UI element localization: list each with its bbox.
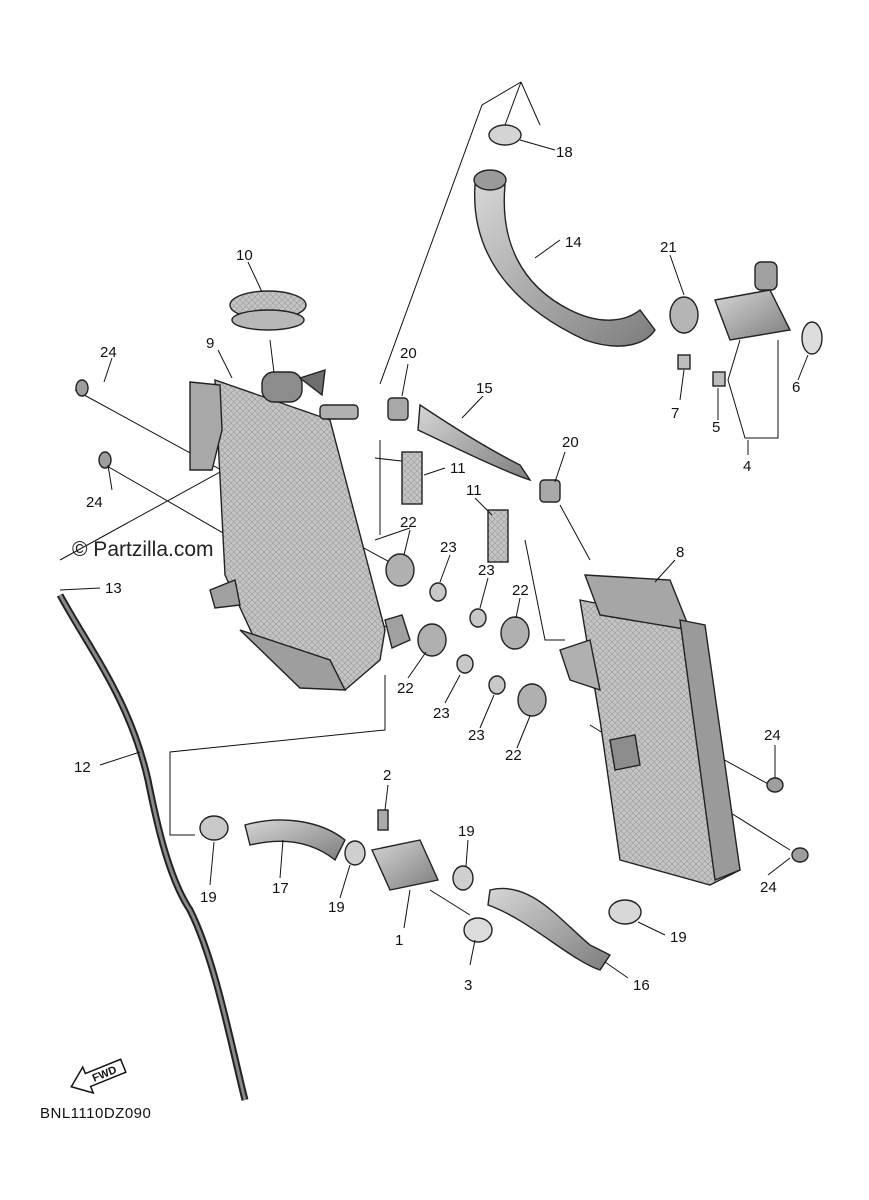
callout-23-a: 23: [440, 539, 457, 556]
callout-10: 10: [236, 247, 253, 264]
callout-16: 16: [633, 977, 650, 994]
grommets-collars: [385, 553, 547, 717]
callout-22-d: 22: [505, 747, 522, 764]
radiator-left: [189, 369, 411, 691]
hose-15: [387, 397, 561, 503]
callout-19-c: 19: [458, 823, 475, 840]
callout-19-b: 19: [328, 899, 345, 916]
callout-19-d: 19: [670, 929, 687, 946]
callout-12: 12: [74, 759, 91, 776]
callout-23-b: 23: [478, 562, 495, 579]
callout-20-a: 20: [400, 345, 417, 362]
callout-13: 13: [105, 580, 122, 597]
lower-hoses: [199, 809, 642, 971]
callout-9: 9: [206, 335, 214, 352]
callout-20-b: 20: [562, 434, 579, 451]
bolts-24: [75, 379, 809, 863]
callout-5: 5: [712, 419, 720, 436]
callout-15: 15: [476, 380, 493, 397]
callout-3: 3: [464, 977, 472, 994]
pipe-joint-assembly: [669, 261, 823, 387]
leader-lines: [59, 139, 809, 979]
callout-23-d: 23: [468, 727, 485, 744]
callout-17: 17: [272, 880, 289, 897]
callout-labels: 10 9 24 24 20 15 20 11 11 8 22 23 23 22 …: [74, 144, 800, 994]
fwd-arrow-icon: FWD: [70, 1058, 127, 1095]
callout-22-a: 22: [400, 514, 417, 531]
callout-24-c: 24: [764, 727, 781, 744]
callout-2: 2: [383, 767, 391, 784]
radiator-right: [559, 574, 741, 886]
breather-hose: [56, 593, 249, 1101]
watermark-text: © Partzilla.com: [72, 538, 214, 561]
callout-6: 6: [792, 379, 800, 396]
callout-1: 1: [395, 932, 403, 949]
guards-11: [401, 451, 509, 563]
callout-7: 7: [671, 405, 679, 422]
callout-11-a: 11: [450, 460, 466, 477]
callout-22-b: 22: [512, 582, 529, 599]
callout-14: 14: [565, 234, 582, 251]
callout-22-c: 22: [397, 680, 414, 697]
diagram-code: BNL1110DZ090: [40, 1105, 152, 1122]
callout-8: 8: [676, 544, 684, 561]
callout-4: 4: [743, 458, 751, 475]
callout-24-a: 24: [100, 344, 117, 361]
callout-18: 18: [556, 144, 573, 161]
callout-23-c: 23: [433, 705, 450, 722]
radiator-cap: [229, 290, 307, 331]
hose-14: [473, 124, 656, 347]
callout-24-d: 24: [760, 879, 777, 896]
callout-21: 21: [660, 239, 677, 256]
callout-19-a: 19: [200, 889, 217, 906]
callout-24-b: 24: [86, 494, 103, 511]
callout-11-b: 11: [466, 482, 482, 499]
